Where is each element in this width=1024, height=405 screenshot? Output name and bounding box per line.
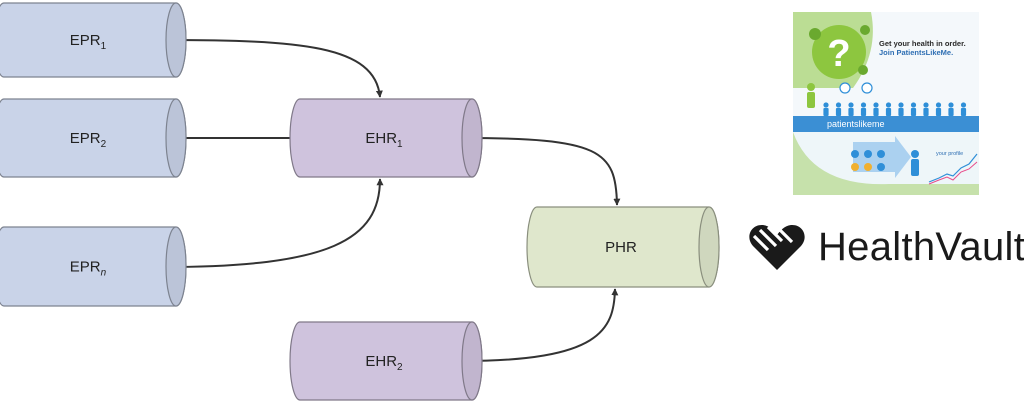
person-icon-body (898, 108, 904, 116)
person-icon-body (848, 108, 854, 116)
person-icon-body (910, 108, 917, 116)
profile-icons (851, 150, 885, 171)
node-label: EHR1 (365, 130, 403, 150)
person-icon (923, 102, 929, 108)
patientslikeme-ad: ? Get your health in order. Join Patie (793, 12, 979, 195)
person-icon (885, 102, 892, 108)
healthvault-heart-icon (749, 224, 805, 270)
cylinder-end-cap (165, 226, 187, 307)
person-icon (910, 102, 917, 108)
node-label: PHR (605, 239, 637, 256)
edge-epr1-to-ehr1 (162, 39, 383, 98)
healthvault-wordmark: HealthVault (818, 225, 1024, 269)
node-epr1: EPR1 (0, 2, 187, 78)
connections (162, 39, 621, 362)
brand-band (793, 116, 979, 132)
cylinder-end-cap (461, 98, 483, 178)
person-icon (823, 102, 829, 108)
person-icon-body (960, 108, 967, 116)
person-icon-body (935, 108, 942, 116)
svg-text:?: ? (827, 33, 850, 75)
person-icon-body (885, 108, 892, 116)
person-bubble-icon (839, 82, 851, 94)
question-icon (812, 25, 866, 79)
cylinder-end-cap (461, 321, 483, 401)
edge-eprn-to-ehr1 (162, 178, 384, 268)
person-icon-body (835, 108, 842, 116)
node-eprn: EPRn (0, 226, 187, 307)
profile-label: your profile (936, 151, 964, 157)
person-icon (960, 102, 967, 108)
person-icon-body (823, 108, 829, 116)
person-icon (898, 102, 904, 108)
patientslikeme-brand: patientslikeme (827, 119, 885, 129)
node-label: EPRn (70, 259, 107, 279)
cylinder-end-cap (698, 206, 720, 288)
person-icon (935, 102, 942, 108)
node-phr: PHR (526, 206, 720, 288)
edge-ehr1-to-phr (461, 137, 621, 206)
node-label: EPR1 (70, 32, 107, 52)
person-icon-body (873, 108, 879, 116)
profile-person-icon (911, 150, 919, 176)
patientslikeme-headline: Get your health in order. Join PatientsL… (879, 39, 977, 57)
headline-line-2: Join PatientsLikeMe. (879, 48, 954, 57)
person-icon (860, 102, 867, 108)
node-ehr1: EHR1 (289, 98, 483, 178)
node-label: EHR2 (365, 353, 403, 373)
person-icon-body (923, 108, 929, 116)
person-icon-body (860, 108, 867, 116)
profile-graph (928, 153, 978, 183)
person-icon (835, 102, 842, 108)
headline-line-1: Get your health in order. (879, 39, 966, 48)
node-epr2: EPR2 (0, 98, 187, 178)
node-ehr2: EHR2 (289, 321, 483, 401)
cylinder-end-cap (165, 98, 187, 178)
search-bubble-icon (861, 82, 873, 94)
people-row (823, 102, 967, 116)
patientslikeme-graphic: ? (793, 12, 979, 195)
node-label: EPR2 (70, 130, 107, 150)
person-icon (873, 102, 879, 108)
people-icons (807, 83, 815, 108)
person-icon (848, 102, 854, 108)
cylinder-end-cap (165, 2, 187, 78)
healthvault-logo: HealthVault (748, 222, 1024, 272)
person-icon-body (948, 108, 954, 116)
person-icon (948, 102, 954, 108)
edge-ehr2-to-phr (461, 288, 619, 362)
